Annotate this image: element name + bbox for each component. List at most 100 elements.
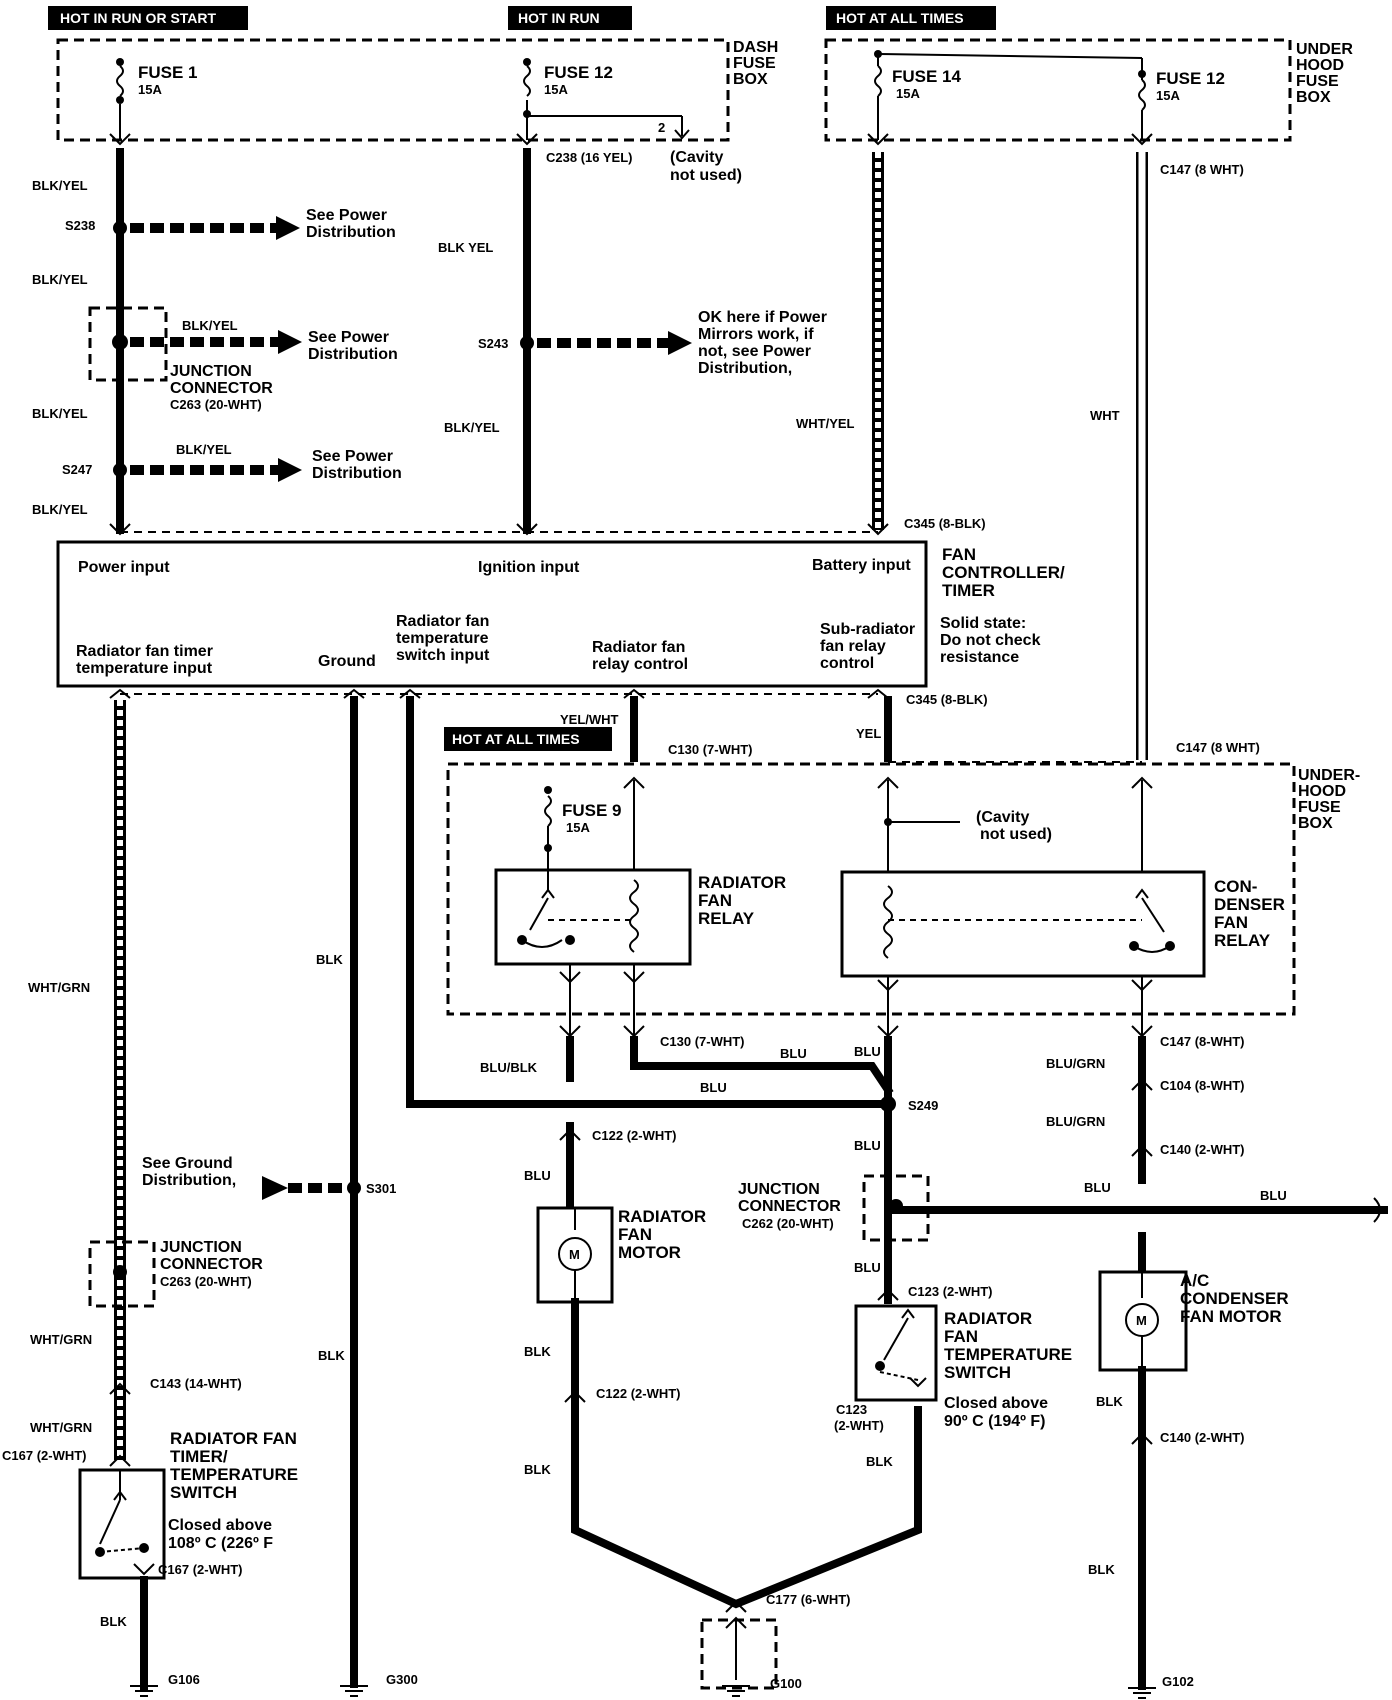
- header-hot-all-times-top: HOT AT ALL TIMES: [826, 6, 996, 30]
- arrow-see-power-3: BLK/YEL See Power Distribution: [130, 442, 402, 482]
- svg-text:relay control: relay control: [592, 656, 688, 673]
- under-hood-fuse-box-top: [824, 38, 1292, 142]
- wire-label: BLU: [780, 1046, 807, 1061]
- svg-text:RELAY: RELAY: [698, 909, 755, 928]
- svg-text:RADIATOR FAN: RADIATOR FAN: [170, 1429, 297, 1448]
- under-hood-fuse-box-top-label: UNDER HOOD FUSE BOX: [1296, 41, 1353, 106]
- svg-text:HOOD: HOOD: [1296, 57, 1344, 74]
- ground-g106: G106: [130, 1672, 200, 1697]
- wire-label: BLK: [318, 1348, 345, 1363]
- svg-text:Mirrors work, if: Mirrors work, if: [698, 326, 814, 343]
- connector-arrow: [1131, 776, 1153, 789]
- controller-battery-input: Battery input: [812, 557, 911, 574]
- fuse-12-underhood: FUSE 12 15A: [1138, 58, 1225, 140]
- svg-text:SWITCH: SWITCH: [170, 1483, 237, 1502]
- splice-label: S243: [478, 336, 508, 351]
- splice-label: S247: [62, 462, 92, 477]
- connector-arrow: [1131, 1078, 1153, 1091]
- svg-text:Distribution: Distribution: [306, 224, 396, 241]
- svg-text:JUNCTION: JUNCTION: [170, 363, 252, 380]
- cavity-node: [884, 818, 892, 826]
- svg-text:Solid state:: Solid state:: [940, 615, 1026, 632]
- svg-text:FUSE 12: FUSE 12: [544, 63, 613, 82]
- svg-text:Distribution,: Distribution,: [142, 1172, 236, 1189]
- connector-arrow: [109, 523, 131, 536]
- connector-arrow: [1131, 1144, 1153, 1157]
- connector-arrow: [1131, 979, 1153, 992]
- see-ground-distribution: See Ground Distribution,: [142, 1155, 346, 1200]
- connector-arrow: [867, 688, 889, 699]
- junction-connector-mid-label: JUNCTION CONNECTOR C262 (20-WHT): [738, 1181, 841, 1231]
- splice-label: S238: [65, 218, 95, 233]
- svg-text:C263 (20-WHT): C263 (20-WHT): [170, 397, 262, 412]
- svg-text:UNDER-: UNDER-: [1298, 767, 1360, 784]
- svg-text:temperature input: temperature input: [76, 660, 213, 677]
- connector-label: C238 (16 YEL): [546, 150, 632, 165]
- wire-label: BLK YEL: [438, 240, 493, 255]
- svg-text:15A: 15A: [1156, 88, 1180, 103]
- svg-text:See Power: See Power: [308, 329, 389, 346]
- svg-text:DASH: DASH: [733, 39, 778, 56]
- svg-text:Distribution: Distribution: [312, 465, 402, 482]
- svg-text:90º C (194º F): 90º C (194º F): [944, 1413, 1046, 1430]
- wire-label: BLU: [1260, 1188, 1287, 1203]
- svg-text:RADIATOR: RADIATOR: [944, 1309, 1032, 1328]
- wire-label: BLK: [316, 952, 343, 967]
- svg-text:FAN: FAN: [942, 545, 976, 564]
- svg-text:OK here if Power: OK here if Power: [698, 309, 827, 326]
- svg-text:See Ground: See Ground: [142, 1155, 233, 1172]
- controller-timer-temp-input: Radiator fan timer temperature input: [76, 643, 213, 677]
- controller-title: FAN CONTROLLER/ TIMER: [942, 545, 1065, 600]
- connector-label: (2-WHT): [834, 1418, 884, 1433]
- svg-text:RADIATOR: RADIATOR: [698, 873, 786, 892]
- controller-temp-switch-input: Radiator fan temperature switch input: [396, 613, 490, 664]
- svg-text:M: M: [1136, 1313, 1147, 1328]
- svg-text:15A: 15A: [138, 82, 162, 97]
- wire-label: BLU: [700, 1080, 727, 1095]
- under-hood-fuse-box-mid: [446, 762, 1296, 1016]
- svg-text:CONNECTOR: CONNECTOR: [160, 1256, 263, 1273]
- fuse-14: FUSE 14 15A: [874, 50, 1143, 140]
- svg-text:HOT IN RUN: HOT IN RUN: [518, 10, 600, 26]
- svg-text:M: M: [569, 1247, 580, 1262]
- wire-label: WHT/GRN: [30, 1420, 92, 1435]
- connector-label: C140 (2-WHT): [1160, 1430, 1245, 1445]
- svg-text:G300: G300: [386, 1672, 418, 1687]
- svg-text:Distribution,: Distribution,: [698, 360, 792, 377]
- svg-text:TEMPERATURE: TEMPERATURE: [944, 1345, 1072, 1364]
- wire-label: BLK: [866, 1454, 893, 1469]
- junction-connector-low: [88, 1240, 156, 1308]
- cavity-label: not used): [670, 167, 742, 184]
- svg-text:HOT AT ALL TIMES: HOT AT ALL TIMES: [452, 731, 580, 747]
- svg-text:CONNECTOR: CONNECTOR: [170, 380, 273, 397]
- cavity-label: not used): [980, 826, 1052, 843]
- connector-arrow: [516, 133, 538, 146]
- wire-blk-g100: [571, 1298, 922, 1609]
- connector-arrow: [623, 971, 645, 984]
- connector-label: C130 (7-WHT): [660, 1034, 745, 1049]
- connector-arrow: [877, 1288, 899, 1301]
- wire-label: BLU: [524, 1168, 551, 1183]
- svg-text:FAN: FAN: [1214, 913, 1248, 932]
- svg-text:BLK/YEL: BLK/YEL: [182, 318, 238, 333]
- svg-text:TIMER: TIMER: [942, 581, 995, 600]
- svg-text:HOT AT ALL TIMES: HOT AT ALL TIMES: [836, 10, 964, 26]
- ground-g100: G100: [722, 1676, 802, 1697]
- condenser-fan-relay: CON- DENSER FAN RELAY: [840, 870, 1285, 978]
- svg-text:JUNCTION: JUNCTION: [738, 1181, 820, 1198]
- splice-label: S301: [366, 1181, 396, 1196]
- fan-controller-timer: [56, 540, 928, 688]
- svg-text:FUSE: FUSE: [1298, 799, 1341, 816]
- connector-arrow: [725, 1600, 747, 1613]
- wire-break: [1373, 1197, 1381, 1223]
- svg-text:FUSE 9: FUSE 9: [562, 801, 622, 820]
- wire-label: BLU/GRN: [1046, 1056, 1105, 1071]
- connector-label: C143 (14-WHT): [150, 1376, 242, 1391]
- wire-label: WHT/GRN: [28, 980, 90, 995]
- dash-fuse-box-label: DASH FUSE BOX: [733, 39, 778, 88]
- svg-text:resistance: resistance: [940, 649, 1019, 666]
- wire-label: BLK: [1088, 1562, 1115, 1577]
- svg-text:FAN: FAN: [944, 1327, 978, 1346]
- controller-ignition-input: Ignition input: [478, 559, 580, 576]
